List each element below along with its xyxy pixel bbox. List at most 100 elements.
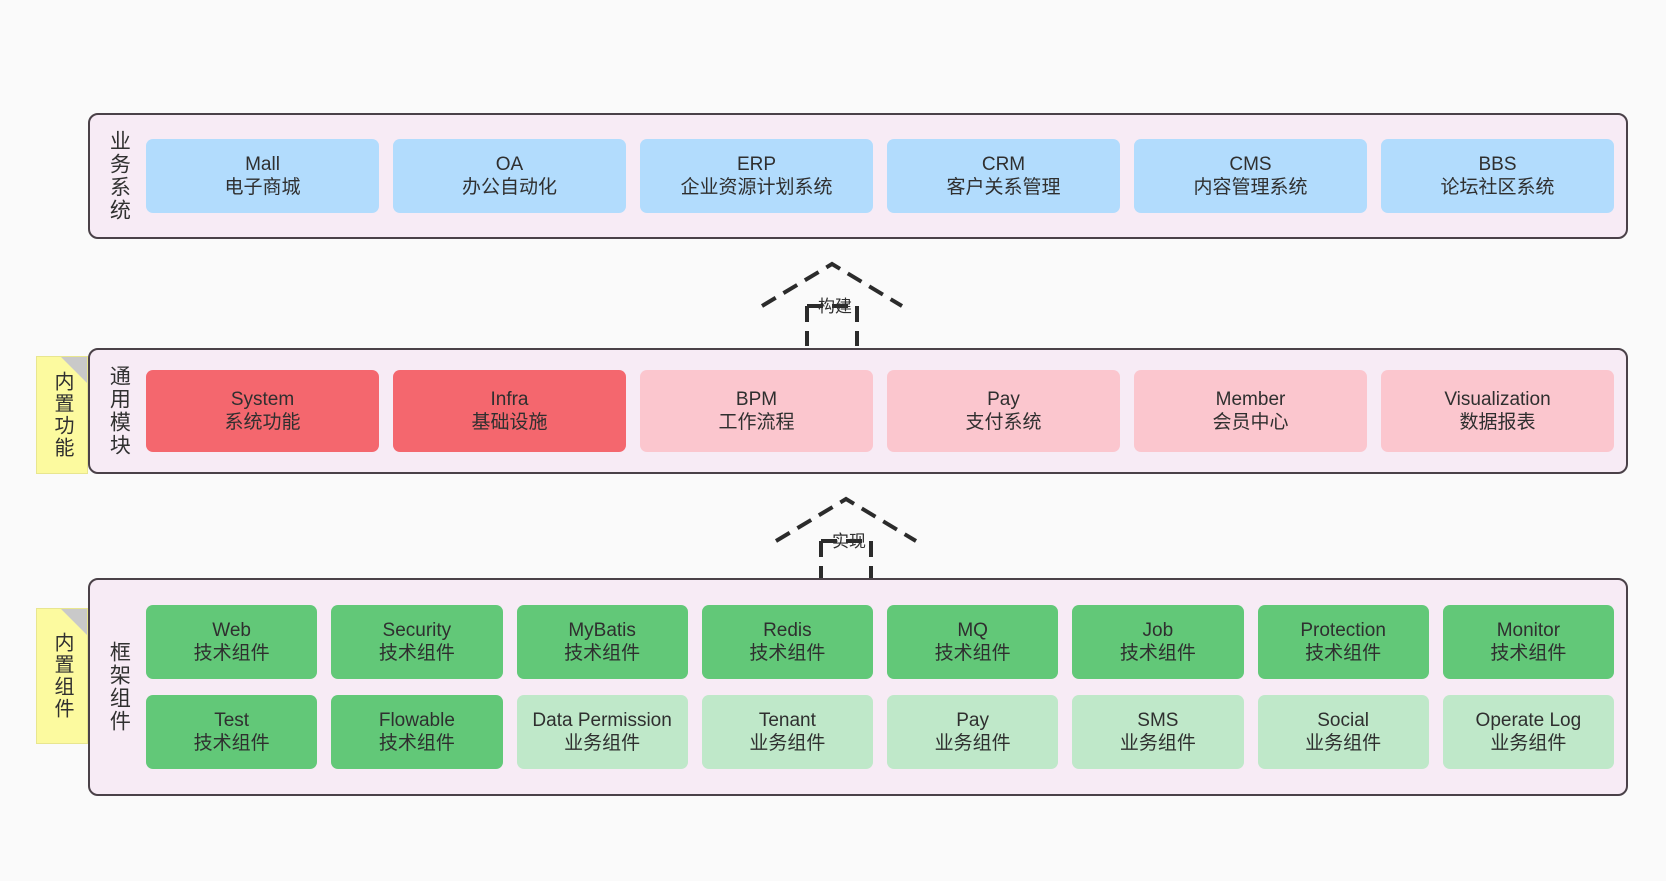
box-subtitle: 系统功能 — [224, 412, 301, 433]
box-subtitle: 企业资源计划系统 — [680, 177, 833, 198]
box-data-permission[interactable]: Data Permission 业务组件 — [516, 695, 688, 769]
box-visualization[interactable]: Visualization 数据报表 — [1381, 370, 1614, 452]
box-title: Operate Log — [1475, 709, 1582, 731]
layer-common-modules: 通用模块 System 系统功能 Infra 基础设施 BPM 工作流程 Pay… — [88, 348, 1628, 474]
box-subtitle: 技术组件 — [193, 643, 270, 664]
box-subtitle: 业务组件 — [1490, 733, 1567, 754]
box-subtitle: 技术组件 — [193, 733, 270, 754]
layer-title-business-systems: 业务系统 — [107, 130, 131, 222]
box-title: Mall — [245, 153, 280, 175]
box-cms[interactable]: CMS 内容管理系统 — [1134, 139, 1367, 213]
box-title: Infra — [490, 388, 529, 410]
box-mall[interactable]: Mall 电子商城 — [146, 139, 379, 213]
box-row: Mall 电子商城 OA 办公自动化 ERP 企业资源计划系统 CRM 客户关系… — [146, 139, 1614, 213]
box-bpm[interactable]: BPM 工作流程 — [640, 370, 873, 452]
box-title: CRM — [981, 153, 1026, 175]
box-subtitle: 技术组件 — [1490, 643, 1567, 664]
layer-title-common-modules: 通用模块 — [107, 365, 131, 457]
box-pay-module[interactable]: Pay 支付系统 — [887, 370, 1120, 452]
box-mybatis[interactable]: MyBatis 技术组件 — [516, 605, 688, 679]
box-title: System — [230, 388, 295, 410]
note-label: 内置功能 — [51, 371, 73, 459]
box-title: Pay — [956, 709, 989, 731]
box-subtitle: 业务组件 — [1305, 733, 1382, 754]
box-title: Web — [212, 619, 251, 641]
box-flowable[interactable]: Flowable 技术组件 — [331, 695, 503, 769]
box-subtitle: 工作流程 — [718, 412, 795, 433]
layer-title-framework-components: 框架组件 — [107, 641, 131, 733]
box-subtitle: 基础设施 — [471, 412, 548, 433]
box-web[interactable]: Web 技术组件 — [146, 605, 318, 679]
box-security[interactable]: Security 技术组件 — [331, 605, 503, 679]
box-subtitle: 会员中心 — [1212, 412, 1289, 433]
layer-framework-components: 框架组件 Web 技术组件 Security 技术组件 MyBatis 技术组件… — [88, 578, 1628, 796]
box-subtitle: 论坛社区系统 — [1440, 177, 1555, 198]
box-subtitle: 技术组件 — [378, 733, 455, 754]
box-infra[interactable]: Infra 基础设施 — [393, 370, 626, 452]
box-test[interactable]: Test 技术组件 — [146, 695, 318, 769]
box-title: Security — [382, 619, 452, 641]
box-subtitle: 技术组件 — [1305, 643, 1382, 664]
box-title: MyBatis — [568, 619, 636, 641]
box-bbs[interactable]: BBS 论坛社区系统 — [1381, 139, 1614, 213]
box-subtitle: 业务组件 — [564, 733, 641, 754]
box-title: MQ — [957, 619, 988, 641]
box-system[interactable]: System 系统功能 — [146, 370, 379, 452]
box-subtitle: 支付系统 — [965, 412, 1042, 433]
box-protection[interactable]: Protection 技术组件 — [1257, 605, 1429, 679]
box-title: ERP — [736, 153, 777, 175]
box-title: Flowable — [378, 709, 455, 731]
connector-build-label: 构建 — [818, 297, 852, 316]
box-subtitle: 内容管理系统 — [1193, 177, 1308, 198]
box-row: Test 技术组件 Flowable 技术组件 Data Permission … — [146, 695, 1614, 769]
box-tenant[interactable]: Tenant 业务组件 — [701, 695, 873, 769]
layer-body-common-modules: System 系统功能 Infra 基础设施 BPM 工作流程 Pay 支付系统… — [146, 350, 1626, 472]
box-subtitle: 电子商城 — [224, 177, 301, 198]
box-title: Tenant — [758, 709, 816, 731]
layer-body-framework-components: Web 技术组件 Security 技术组件 MyBatis 技术组件 Redi… — [146, 580, 1626, 794]
box-title: Visualization — [1444, 388, 1551, 410]
connector-implement-label: 实现 — [832, 532, 866, 551]
box-title: BPM — [735, 388, 778, 410]
box-mq[interactable]: MQ 技术组件 — [887, 605, 1059, 679]
box-title: SMS — [1137, 709, 1179, 731]
box-pay-component[interactable]: Pay 业务组件 — [887, 695, 1059, 769]
box-title: Test — [214, 709, 250, 731]
note-built-in-components: 内置组件 — [36, 608, 88, 744]
box-monitor[interactable]: Monitor 技术组件 — [1442, 605, 1614, 679]
box-subtitle: 业务组件 — [934, 733, 1011, 754]
box-crm[interactable]: CRM 客户关系管理 — [887, 139, 1120, 213]
box-subtitle: 业务组件 — [1119, 733, 1196, 754]
box-title: OA — [495, 153, 524, 175]
box-subtitle: 数据报表 — [1459, 412, 1536, 433]
box-social[interactable]: Social 业务组件 — [1257, 695, 1429, 769]
box-redis[interactable]: Redis 技术组件 — [701, 605, 873, 679]
box-oa[interactable]: OA 办公自动化 — [393, 139, 626, 213]
box-subtitle: 办公自动化 — [461, 177, 557, 198]
generalization-arrow-icon — [760, 261, 904, 346]
note-label: 内置组件 — [51, 632, 73, 720]
box-subtitle: 技术组件 — [934, 643, 1011, 664]
box-member[interactable]: Member 会员中心 — [1134, 370, 1367, 452]
box-subtitle: 技术组件 — [378, 643, 455, 664]
box-erp[interactable]: ERP 企业资源计划系统 — [640, 139, 873, 213]
box-title: Redis — [763, 619, 812, 641]
box-title: BBS — [1478, 153, 1517, 175]
generalization-arrow-icon — [774, 496, 918, 581]
connector-implement-arrow — [766, 493, 926, 583]
box-title: Social — [1317, 709, 1369, 731]
box-title: Data Permission — [532, 709, 672, 731]
box-job[interactable]: Job 技术组件 — [1072, 605, 1244, 679]
box-sms[interactable]: SMS 业务组件 — [1072, 695, 1244, 769]
connector-build-arrow — [752, 258, 912, 348]
box-title: Monitor — [1496, 619, 1561, 641]
layer-body-business-systems: Mall 电子商城 OA 办公自动化 ERP 企业资源计划系统 CRM 客户关系… — [146, 115, 1626, 237]
box-title: CMS — [1229, 153, 1272, 175]
layer-business-systems: 业务系统 Mall 电子商城 OA 办公自动化 ERP 企业资源计划系统 CRM… — [88, 113, 1628, 239]
box-operate-log[interactable]: Operate Log 业务组件 — [1442, 695, 1614, 769]
box-subtitle: 业务组件 — [749, 733, 826, 754]
box-subtitle: 技术组件 — [1119, 643, 1196, 664]
box-row: Web 技术组件 Security 技术组件 MyBatis 技术组件 Redi… — [146, 605, 1614, 679]
box-title: Pay — [987, 388, 1020, 410]
